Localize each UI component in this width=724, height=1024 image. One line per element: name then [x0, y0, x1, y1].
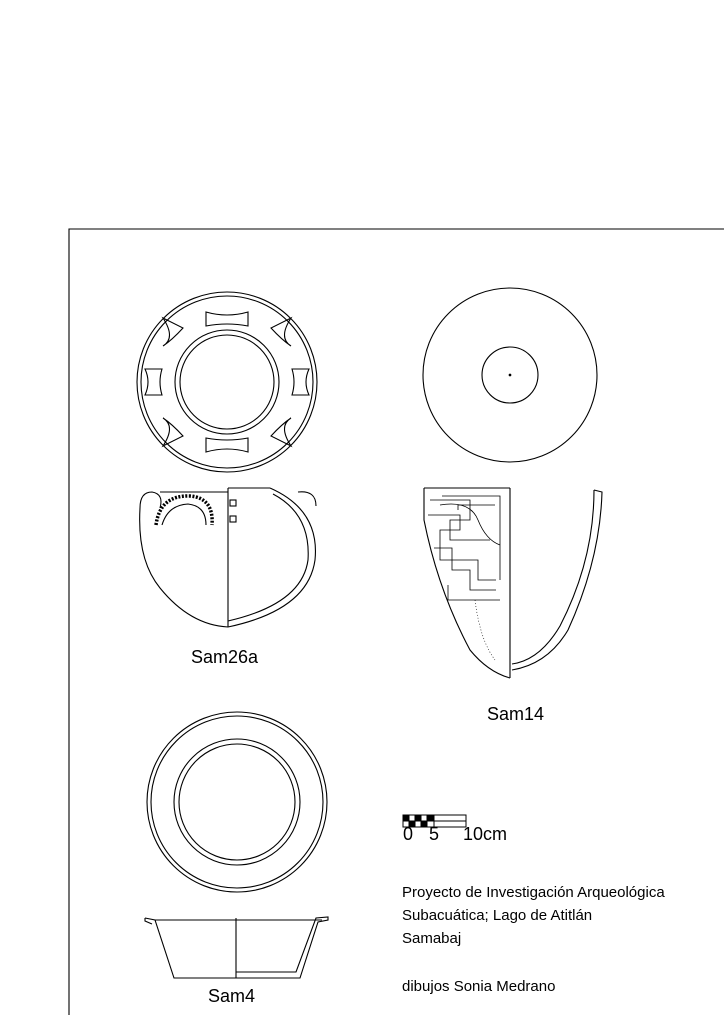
sam14-label: Sam14 — [487, 704, 545, 724]
sheet-frame — [68, 228, 724, 1015]
project-title-line1: Proyecto de Investigación Arqueológica — [402, 884, 665, 901]
sam4-profile-view — [144, 916, 329, 979]
sam4-top-view — [146, 711, 328, 893]
scale-tick-10: 10cm — [463, 824, 508, 844]
scale-tick-5: 5 — [429, 824, 440, 844]
sam26a-profile-view — [139, 487, 317, 628]
sam26a-label: Sam26a — [191, 647, 259, 667]
sam26a-top-view — [136, 291, 318, 473]
project-title-line2: Subacuática; Lago de Atitlán — [402, 907, 593, 924]
sam14-profile-view — [423, 487, 603, 679]
sam4-label: Sam4 — [208, 986, 256, 1006]
drawing-credit: dibujos Sonia Medrano — [402, 978, 556, 995]
project-title-line3: Samabaj — [402, 930, 462, 947]
sam14-top-view — [422, 287, 598, 463]
scale-tick-0: 0 — [403, 824, 414, 844]
scale-bar — [402, 814, 467, 828]
